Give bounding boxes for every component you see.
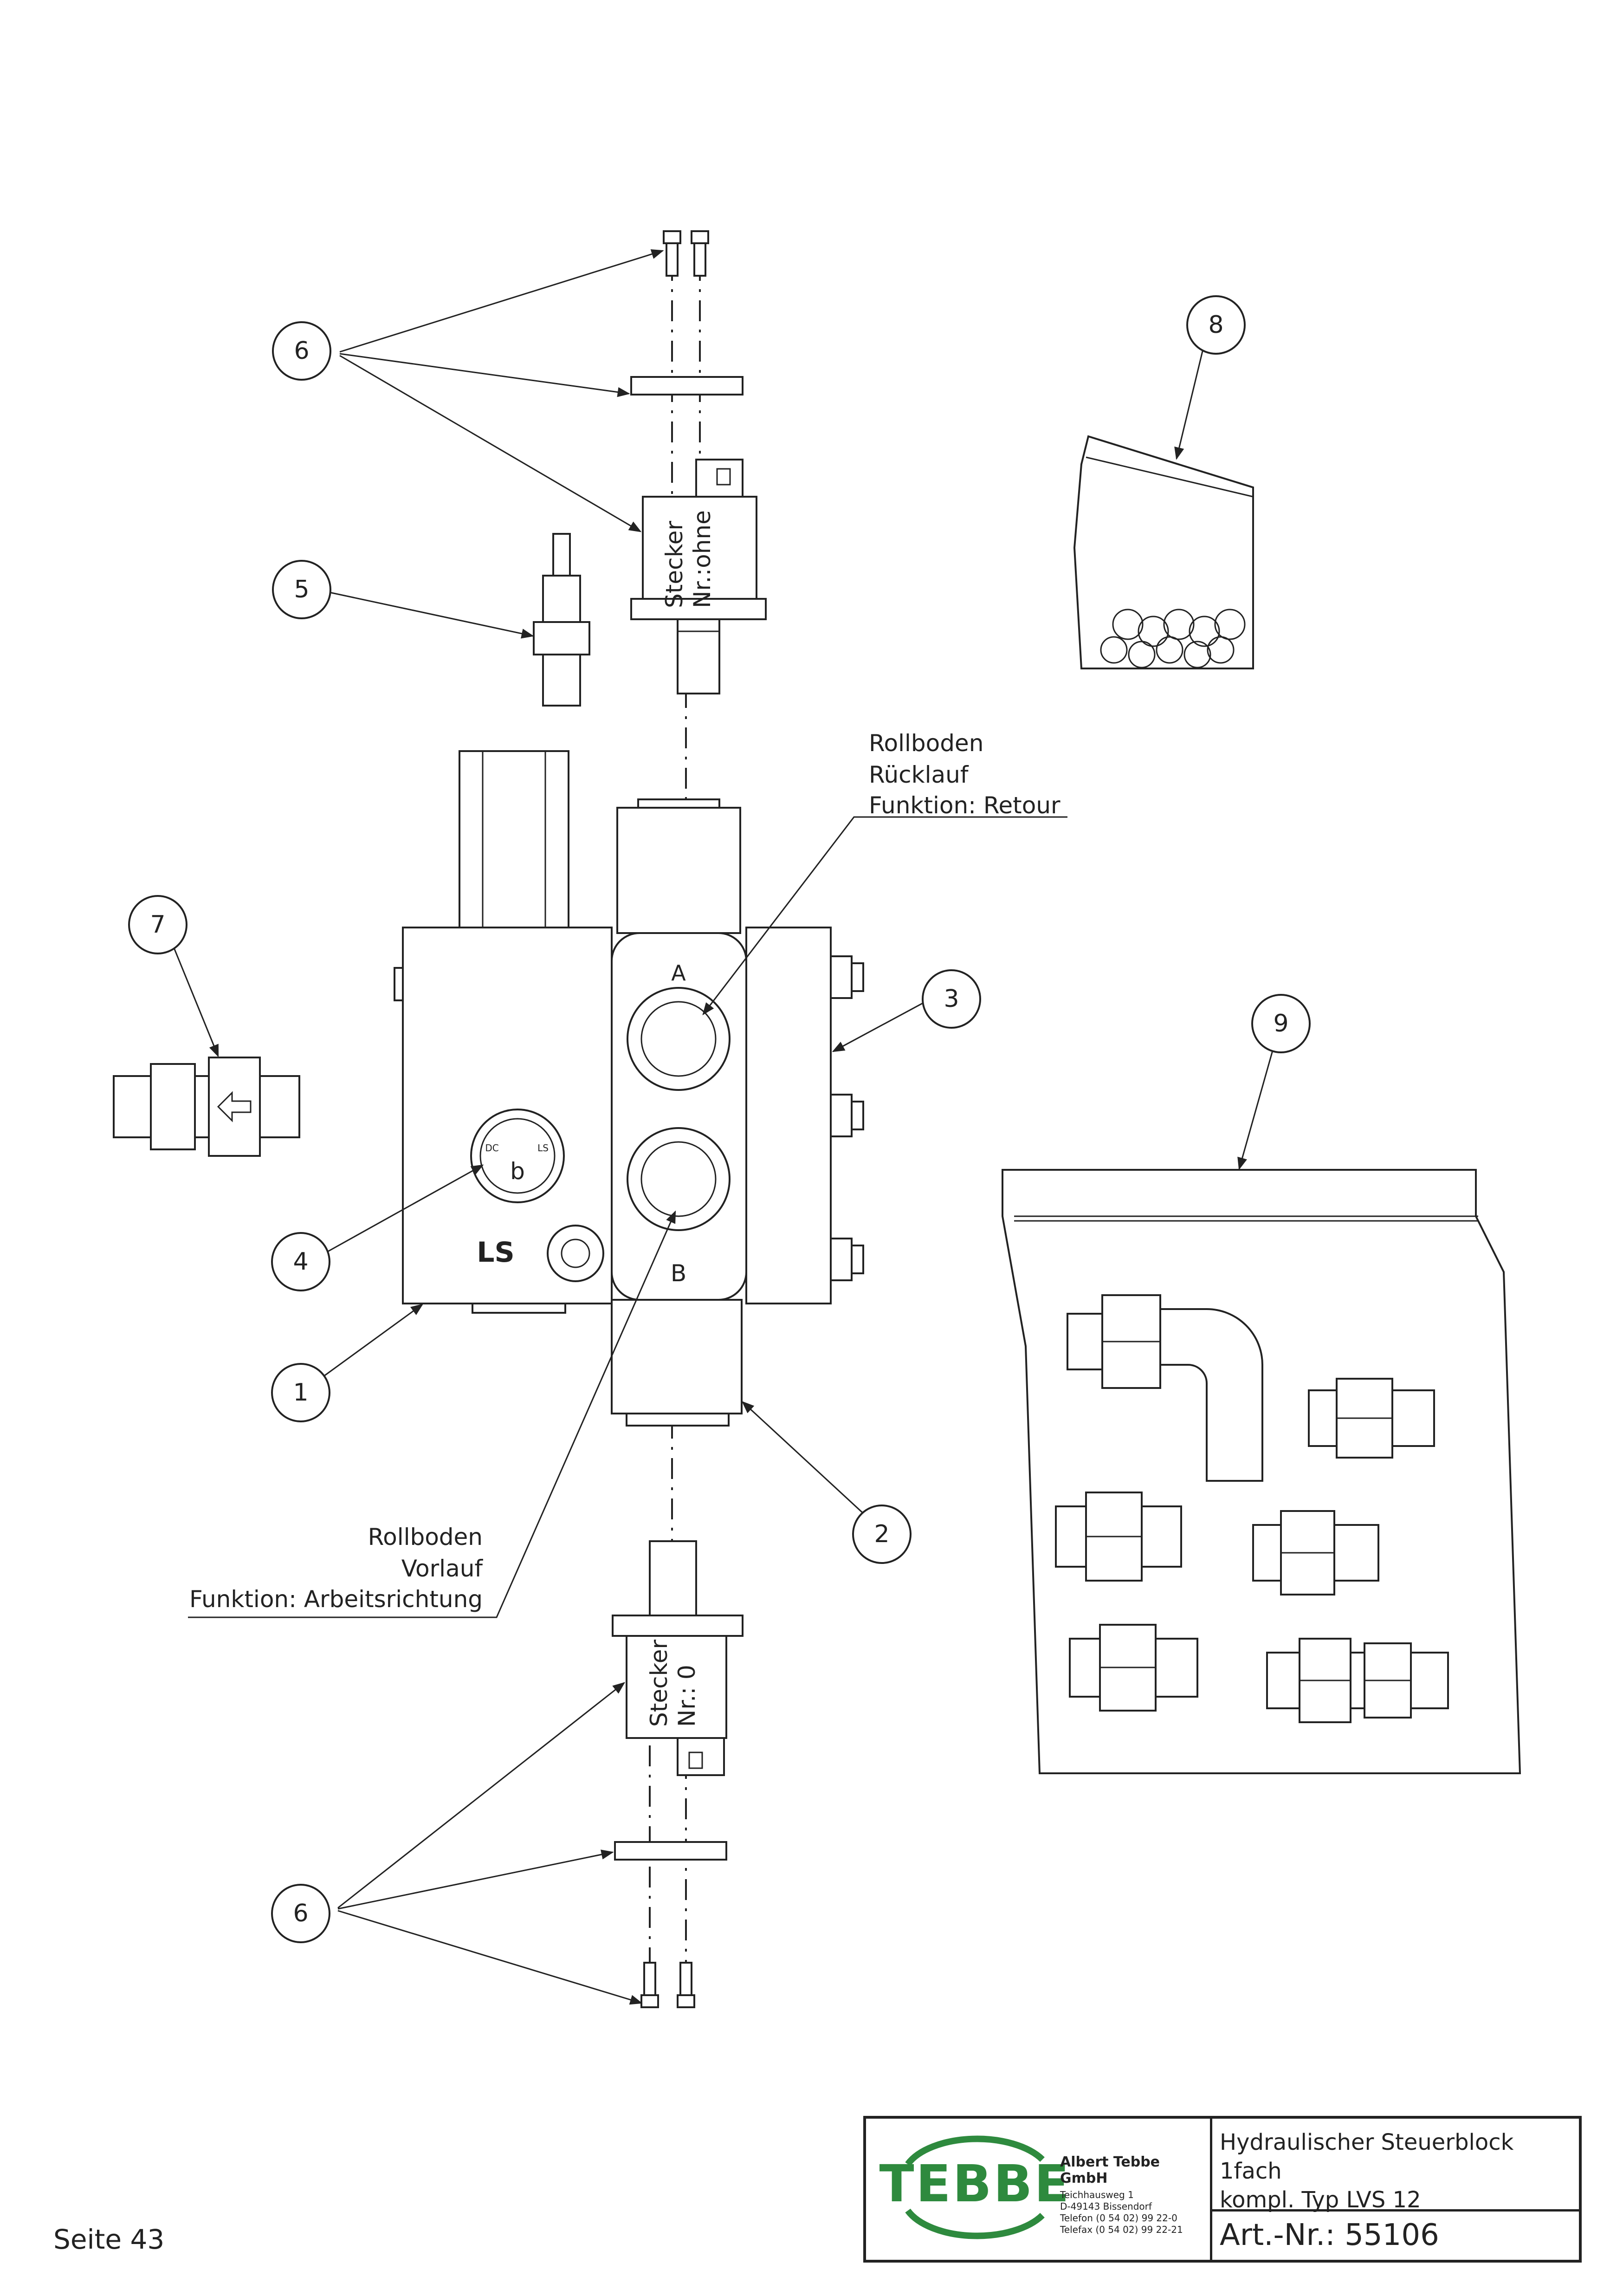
page-number: Seite 43 (53, 2224, 165, 2255)
screws-bottom (640, 1962, 695, 2008)
fitting-part-5 (533, 533, 590, 707)
address-line: Telefon (0 54 02) 99 22-0 (1060, 2212, 1177, 2224)
drawing-description: Hydraulischer Steuerblock 1fach kompl. T… (1212, 2119, 1579, 2213)
ruecklauf-label-2: Rücklauf (869, 761, 969, 788)
description-line-1: Hydraulischer Steuerblock 1fach (1220, 2129, 1514, 2184)
company-name: Albert Tebbe GmbH (1060, 2154, 1160, 2186)
svg-text:1: 1 (293, 1379, 308, 1407)
callout-4: 4 (271, 1232, 330, 1291)
article-label: Art.-Nr.: (1220, 2218, 1335, 2252)
svg-text:6: 6 (293, 1900, 308, 1927)
stecker-top-label-2: Nr.:ohne (689, 510, 716, 608)
gauge-label-left: DC (485, 1142, 498, 1154)
washer-top (630, 376, 744, 396)
ls-port (547, 1225, 604, 1282)
svg-text:5: 5 (294, 576, 309, 603)
port-b-label: B (671, 1260, 686, 1287)
washer-bottom (614, 1841, 727, 1861)
bolt-heads (830, 955, 864, 1281)
stecker-top-label-1: Stecker (661, 520, 688, 608)
vorlauf-label-3: Funktion: Arbeitsrichtung (189, 1586, 483, 1613)
port-b (627, 1127, 731, 1231)
port-a (627, 987, 731, 1091)
valve-block-body (394, 750, 864, 1427)
screws-top (663, 230, 709, 277)
callout-7: 7 (128, 895, 188, 954)
company-address: Albert Tebbe GmbH Teichhausweg 1 D-49143… (1060, 2154, 1210, 2236)
solenoid-coil-top (630, 459, 767, 694)
stecker-bottom-label-1: Stecker (646, 1639, 672, 1727)
stecker-bottom-label-2: Nr.: 0 (673, 1665, 700, 1727)
logo-text: TEBBE (879, 2154, 1071, 2213)
solenoid-coil-bottom (612, 1540, 744, 1776)
title-block: TEBBE Albert Tebbe GmbH Teichhausweg 1 D… (863, 2116, 1582, 2263)
vorlauf-label-2: Vorlauf (401, 1555, 484, 1582)
title-block-logo-cell: TEBBE Albert Tebbe GmbH Teichhausweg 1 D… (866, 2119, 1212, 2260)
gauge-label-center: b (510, 1158, 525, 1185)
check-valve-part-7 (113, 1057, 300, 1157)
svg-text:9: 9 (1273, 1010, 1288, 1038)
svg-text:3: 3 (944, 985, 959, 1013)
callout-8: 8 (1186, 295, 1246, 355)
ls-label: LS (477, 1236, 514, 1269)
address-line: D-49143 Bissendorf (1060, 2201, 1152, 2212)
svg-text:2: 2 (874, 1520, 889, 1548)
ruecklauf-label-3: Funktion: Retour (869, 792, 1060, 819)
fittings-bag-part-9 (1002, 1169, 1521, 1774)
callout-9: 9 (1251, 994, 1311, 1053)
leader-lines (171, 249, 1277, 2005)
tebbe-logo: TEBBE (879, 2135, 1071, 2239)
callout-6-top: 6 (272, 321, 331, 381)
callout-1: 1 (271, 1363, 330, 1422)
pressure-gauge (470, 1109, 565, 1203)
article-value: 55106 (1345, 2218, 1439, 2252)
flow-arrow-icon (217, 1091, 252, 1122)
callout-5: 5 (272, 560, 331, 619)
description-line-2: kompl. Typ LVS 12 (1220, 2187, 1421, 2213)
o-ring-bag-part-8 (1073, 435, 1254, 669)
callout-2: 2 (852, 1505, 912, 1564)
gauge-label-right: LS (537, 1142, 549, 1154)
vorlauf-label-1: Rollboden (368, 1524, 483, 1550)
svg-text:7: 7 (150, 911, 165, 939)
address-line: Telefax (0 54 02) 99 22-21 (1060, 2224, 1183, 2235)
port-a-label: A (671, 960, 686, 986)
callout-3: 3 (922, 969, 981, 1029)
svg-text:6: 6 (294, 337, 309, 365)
svg-text:4: 4 (293, 1248, 308, 1276)
callout-6-bottom: 6 (271, 1884, 330, 1943)
article-number: Art.-Nr.: 55106 (1212, 2212, 1579, 2260)
svg-text:8: 8 (1208, 311, 1223, 339)
address-line: Teichhausweg 1 (1060, 2189, 1134, 2200)
ruecklauf-label-1: Rollboden (869, 730, 983, 757)
